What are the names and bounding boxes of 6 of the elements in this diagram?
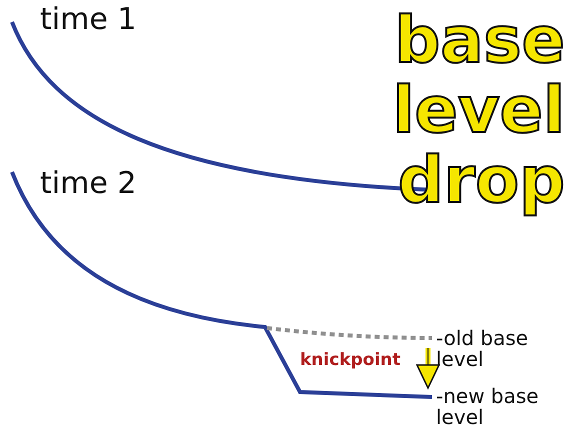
base-level-label: -old base level xyxy=(436,328,530,370)
time-label: time 2 xyxy=(40,168,136,200)
title: base level drop xyxy=(392,6,565,216)
knickpoint-label: knickpoint xyxy=(300,352,401,370)
time-label: time 1 xyxy=(40,4,136,36)
base-level-label: -new base level xyxy=(436,386,540,428)
